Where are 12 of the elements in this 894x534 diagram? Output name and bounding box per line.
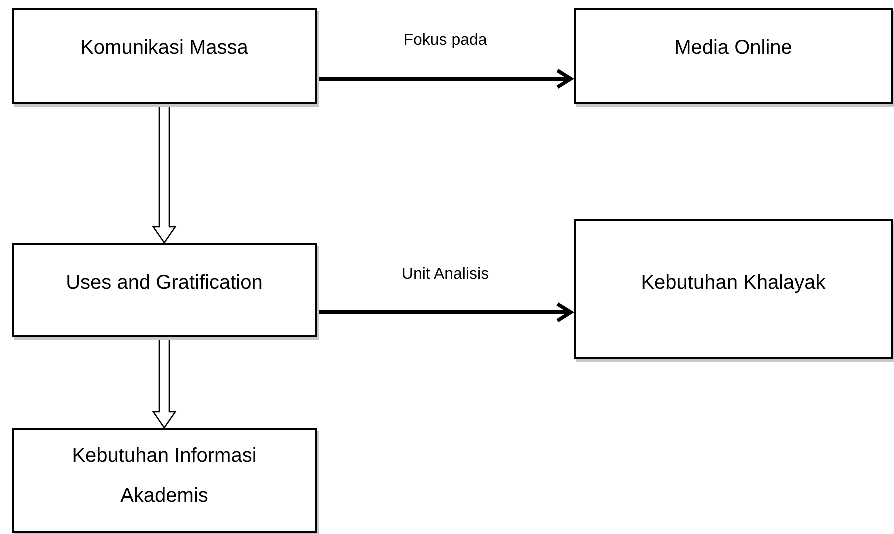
arrow: [317, 302, 573, 323]
box-label: Kebutuhan Khalayak: [641, 271, 826, 296]
box-label: Kebutuhan Informasi Akademis: [71, 444, 258, 509]
box-label: Uses and Gratification: [66, 271, 263, 296]
process-box: [574, 219, 893, 359]
box-label: Media Online: [674, 36, 792, 61]
process-box: [12, 8, 317, 104]
arrow: [317, 68, 573, 90]
process-box: [12, 428, 317, 533]
box-label: Komunikasi Massa: [80, 36, 248, 61]
process-box: [12, 243, 317, 337]
process-box: [574, 8, 893, 104]
